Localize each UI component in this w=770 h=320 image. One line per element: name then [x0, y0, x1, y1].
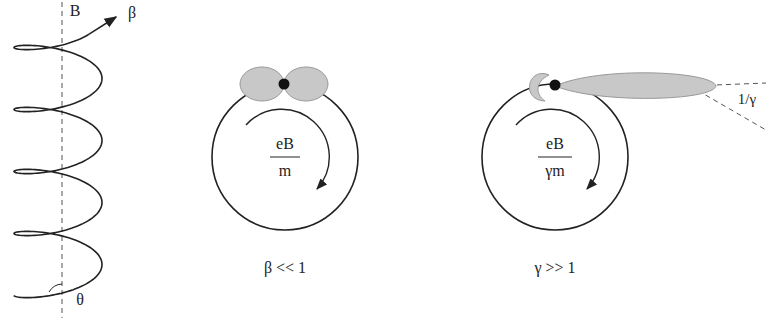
label: γm	[543, 162, 567, 180]
beamed-lobe	[555, 73, 716, 99]
label: β	[126, 4, 138, 22]
charge-dot	[550, 80, 561, 91]
rotation-arrow	[246, 109, 329, 189]
dipole-lobe	[284, 67, 328, 101]
label: γ >> 1	[532, 259, 577, 277]
label: θ	[74, 291, 86, 309]
label: 1/γ	[736, 91, 758, 108]
pitch-angle-arc	[49, 284, 62, 292]
fraction-bar	[538, 157, 572, 158]
label: β << 1	[262, 259, 308, 277]
backward-lobe	[529, 73, 549, 101]
orbit-circle	[482, 84, 628, 230]
velocity-arrow	[89, 17, 116, 34]
fraction-bar	[270, 157, 300, 158]
label: eB	[274, 135, 296, 153]
helix-trajectory	[14, 34, 102, 297]
charge-dot	[279, 79, 290, 90]
label: eB	[544, 135, 566, 153]
label: B	[68, 2, 83, 20]
orbit-circle	[212, 84, 358, 230]
label: m	[277, 162, 293, 180]
rotation-arrow	[516, 109, 599, 189]
dipole-lobe	[240, 67, 284, 101]
